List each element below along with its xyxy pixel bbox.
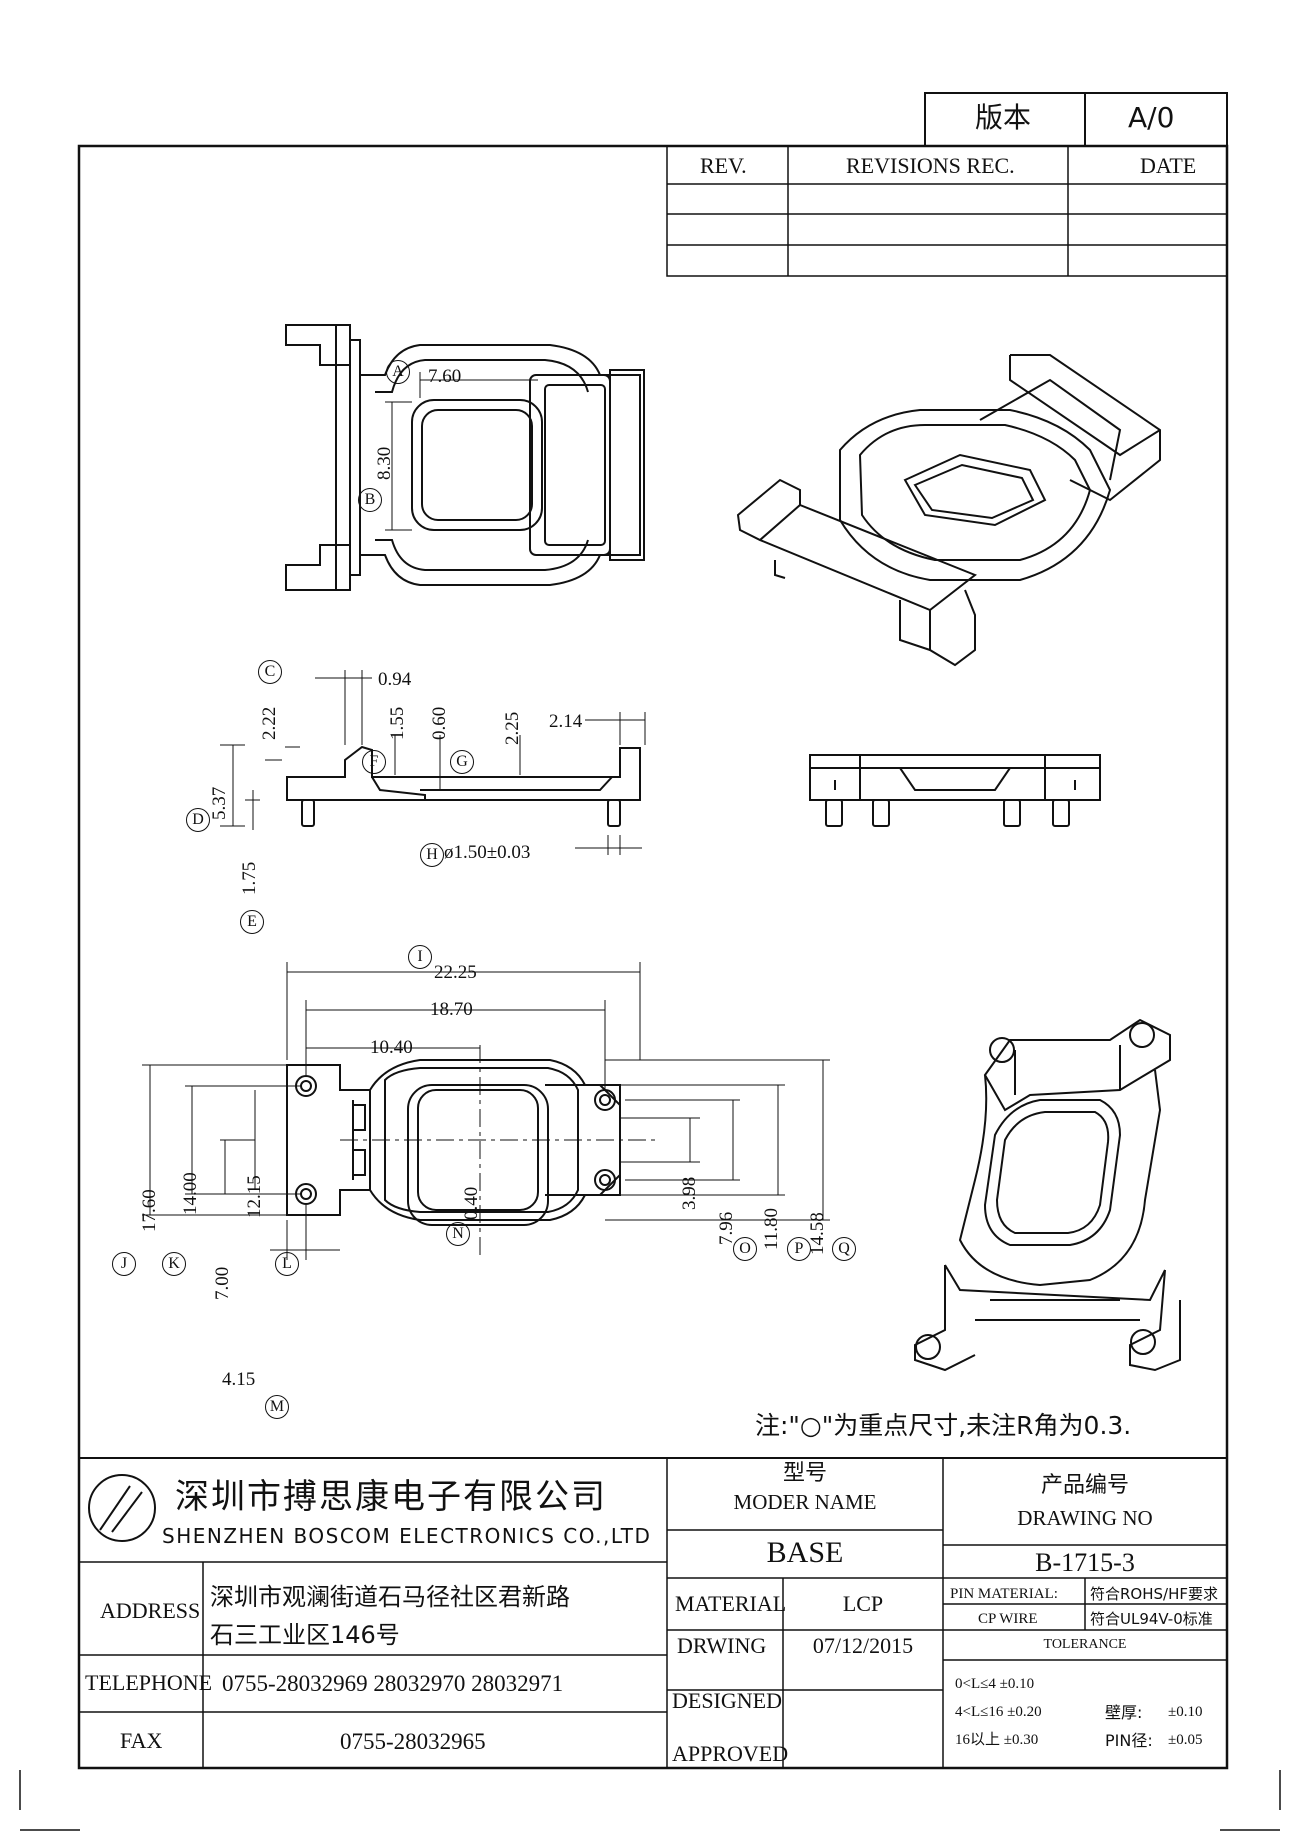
telephone-label: TELEPHONE	[85, 1670, 213, 1695]
dim-O2: 7.96	[716, 1211, 737, 1245]
dim-G: 0.60	[429, 706, 450, 740]
model-label-cn: 型号	[782, 1461, 827, 1486]
pin-material-value: CP WIRE	[978, 1611, 1038, 1627]
dim-L2: 7.00	[212, 1266, 233, 1300]
dim-D: 5.37	[209, 786, 230, 820]
drwing-value: 07/12/2015	[812, 1633, 914, 1658]
company-name-cn: 深圳市搏思康电子有限公司	[175, 1477, 607, 1517]
dim-H: ø1.50±0.03	[444, 842, 531, 863]
rohs-compliance: 符合ROHS/HF要求	[1090, 1585, 1218, 1603]
title-block-lines	[79, 1457, 1227, 1768]
tolerance-row-3: 16以上 ±0.30	[955, 1732, 1039, 1748]
dim-L: 12.15	[244, 1175, 265, 1218]
balloon-H: H	[420, 843, 444, 867]
dim-M: 4.15	[222, 1369, 256, 1390]
dim-C2: 2.22	[259, 706, 280, 740]
dim-P: 11.80	[761, 1207, 782, 1250]
fax-value: 0755-28032965	[340, 1729, 486, 1754]
pin-diameter-value: ±0.05	[1168, 1732, 1203, 1748]
wall-thickness-value: ±0.10	[1168, 1704, 1203, 1720]
designed-label: DESIGNED	[672, 1688, 782, 1713]
dim-Q: 14.58	[807, 1212, 828, 1255]
drawing-note: 注:"○"为重点尺寸,未注R角为0.3.	[755, 1411, 1132, 1440]
dim-G2: 2.25	[502, 711, 523, 745]
pin-diameter-label: PIN径:	[1105, 1731, 1153, 1750]
telephone-value: 0755-28032969 28032970 28032971	[222, 1671, 564, 1696]
tolerance-row-2: 4<L≤16 ±0.20	[955, 1704, 1042, 1720]
iso-view-bottom	[914, 1018, 1181, 1372]
balloon-P: P	[787, 1237, 811, 1261]
balloon-I: I	[408, 945, 432, 969]
balloon-C: C	[258, 660, 282, 684]
drawing-no-label-cn: 产品编号	[1040, 1473, 1129, 1498]
side-view	[220, 670, 646, 855]
balloon-M: M	[265, 1395, 289, 1419]
revision-table-lines	[666, 145, 1228, 277]
drawing-no-label-en: DRAWING NO	[1017, 1506, 1153, 1530]
tolerance-row-1: 0<L≤4 ±0.10	[955, 1676, 1035, 1692]
crop-marks	[19, 1770, 1281, 1831]
dim-J: 17.60	[139, 1189, 160, 1232]
dim-width-18: 18.70	[430, 999, 473, 1020]
top-view	[285, 324, 645, 591]
material-value: LCP	[842, 1591, 884, 1616]
tolerance-label: TOLERANCE	[1043, 1637, 1127, 1652]
dim-width-10: 10.40	[370, 1037, 413, 1058]
balloon-F: F	[362, 750, 386, 774]
balloon-B: B	[358, 488, 382, 512]
sheet-border	[77, 144, 1229, 1770]
drawing-no-value: B-1715-3	[1035, 1548, 1135, 1577]
dim-right: 2.14	[549, 711, 583, 732]
drwing-label: DRWING	[677, 1633, 767, 1658]
material-label: MATERIAL	[675, 1591, 787, 1616]
iso-view-top	[736, 354, 1161, 667]
dim-K: 14.00	[180, 1172, 201, 1215]
balloon-Q: Q	[832, 1237, 856, 1261]
dim-A: 7.60	[428, 366, 462, 387]
dim-C: 0.94	[378, 669, 412, 690]
bottom-view	[142, 962, 830, 1260]
front-view	[809, 754, 1101, 827]
balloon-D: D	[186, 808, 210, 832]
pin-material-label: PIN MATERIAL:	[950, 1586, 1058, 1602]
balloon-E: E	[240, 910, 264, 934]
wall-thickness-label: 壁厚:	[1105, 1703, 1143, 1722]
balloon-A: A	[386, 360, 410, 384]
balloon-K: K	[162, 1252, 186, 1276]
address-line-2: 石三工业区146号	[210, 1621, 400, 1649]
version-value: A/0	[1128, 101, 1175, 134]
fax-label: FAX	[120, 1728, 163, 1753]
address-label: ADDRESS	[100, 1598, 201, 1623]
balloon-G: G	[450, 750, 474, 774]
dim-I: 22.25	[434, 962, 477, 983]
dim-F: 1.55	[387, 706, 408, 740]
model-value: BASE	[766, 1536, 844, 1569]
dim-N: 0.40	[461, 1186, 482, 1220]
dim-B: 8.30	[374, 446, 395, 480]
revisions-rec-header: REVISIONS REC.	[846, 153, 1015, 178]
dim-O: 3.98	[679, 1176, 700, 1210]
model-label-en: MODER NAME	[733, 1490, 877, 1514]
date-header: DATE	[1140, 153, 1197, 178]
version-label: 版本	[975, 101, 1032, 134]
rev-header: REV.	[700, 153, 747, 178]
balloon-N: N	[446, 1222, 470, 1246]
company-logo	[88, 1474, 156, 1542]
dim-E: 1.75	[239, 861, 260, 895]
address-line-1: 深圳市观澜街道石马径社区君新路	[210, 1583, 570, 1611]
version-box-lines	[924, 92, 1228, 147]
balloon-J: J	[112, 1252, 136, 1276]
balloon-L: L	[275, 1252, 299, 1276]
balloon-O: O	[733, 1237, 757, 1261]
ul-compliance: 符合UL94V-0标准	[1090, 1610, 1213, 1628]
company-name-en: SHENZHEN BOSCOM ELECTRONICS CO.,LTD	[162, 1524, 652, 1548]
approved-label: APPROVED	[672, 1741, 789, 1766]
